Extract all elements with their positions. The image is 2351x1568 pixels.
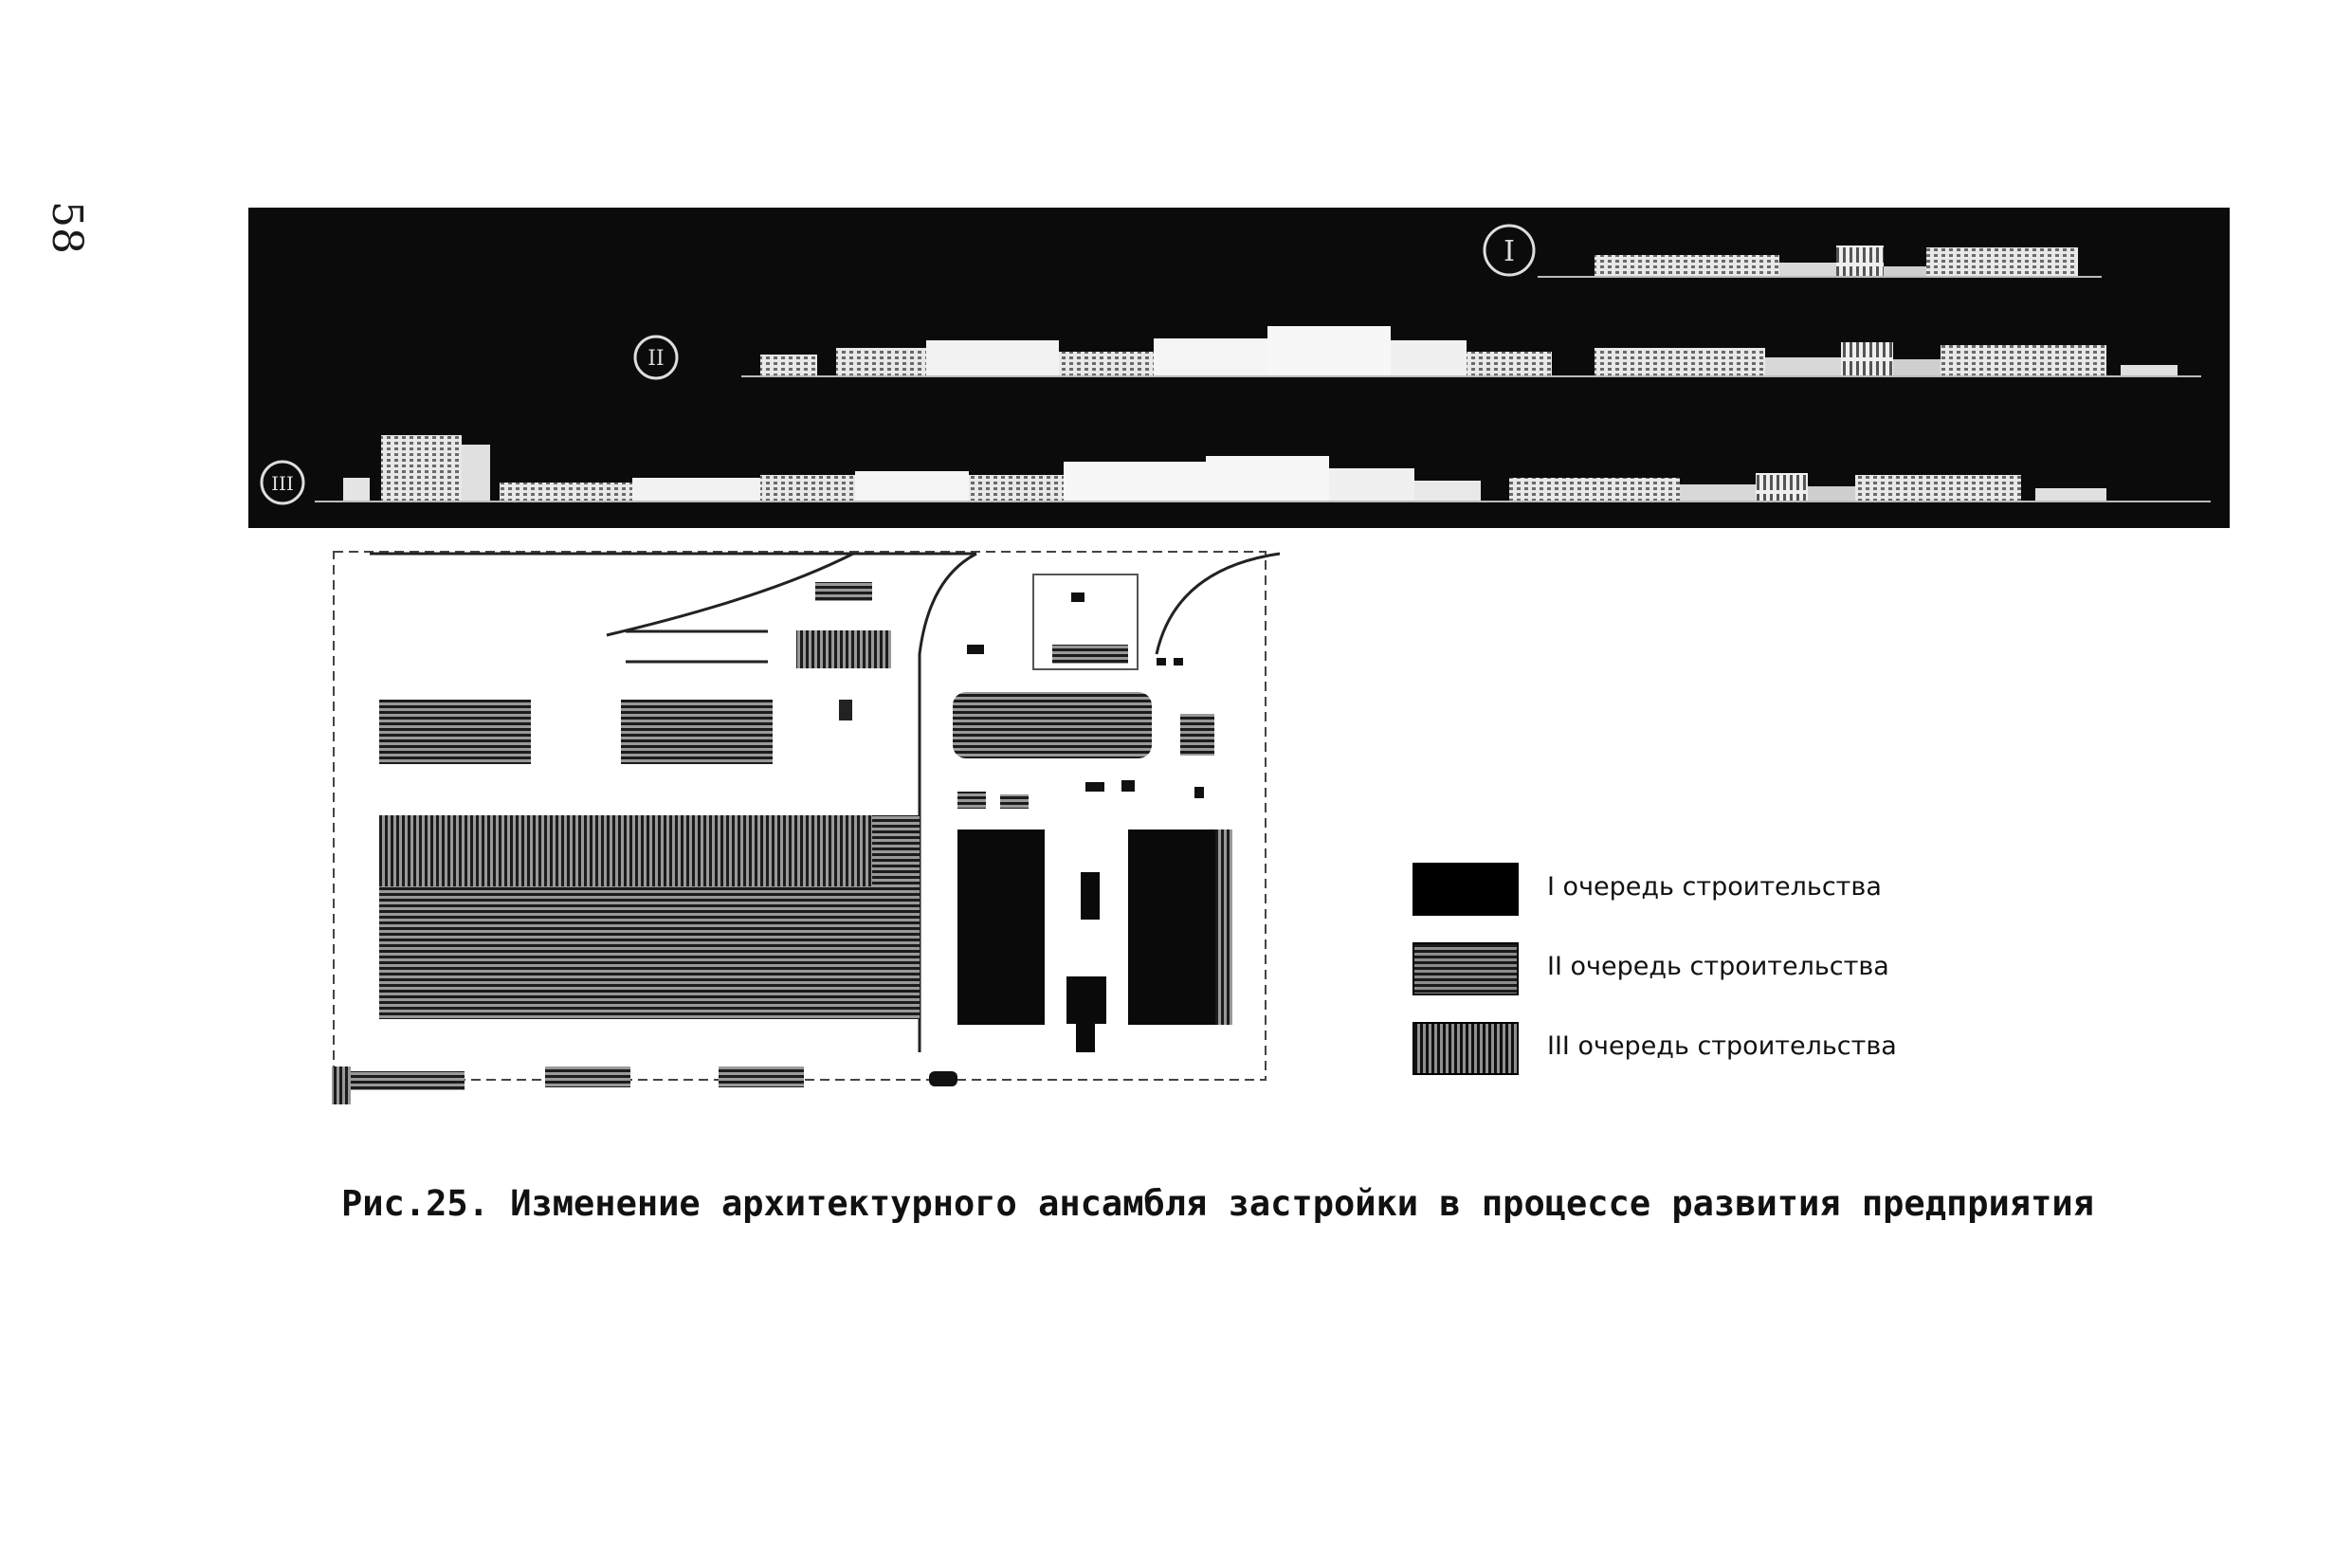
legend-item-stage-2: II очередь строительства [1412,942,2019,999]
legend-swatch-vertical-hatch [1412,1022,1519,1075]
marker-1: I [1483,224,1536,277]
marker-2: II [633,335,679,380]
site-plan-drawing [332,551,1281,1104]
elevation-panel: I II III [248,208,2230,528]
site-plan [322,540,1289,1109]
marker-2-label: II [647,347,664,371]
marker-3-label: III [271,472,294,495]
page-number: 58 [43,201,91,254]
elevation-drawing: I II III [260,224,2211,505]
legend-item-stage-3: III очередь строительства [1412,1022,2019,1079]
marker-1-label: I [1504,235,1515,268]
marker-3: III [260,460,305,505]
legend-label: II очередь строительства [1547,952,1889,981]
legend-label: I очередь строительства [1547,872,1882,902]
elevation-row-3 [315,435,2211,502]
legend-item-stage-1: I очередь строительства [1412,863,2019,920]
legend-label: III очередь строительства [1547,1031,1897,1061]
legend: I очередь строительства II очередь строи… [1412,863,2019,1090]
elevation-row-1 [1538,246,2102,278]
legend-swatch-solid [1412,863,1519,916]
legend-swatch-horizontal-hatch [1412,942,1519,995]
figure-caption: Рис.25. Изменение архитектурного ансамбл… [341,1183,2094,1224]
elevation-row-2 [741,326,2201,377]
